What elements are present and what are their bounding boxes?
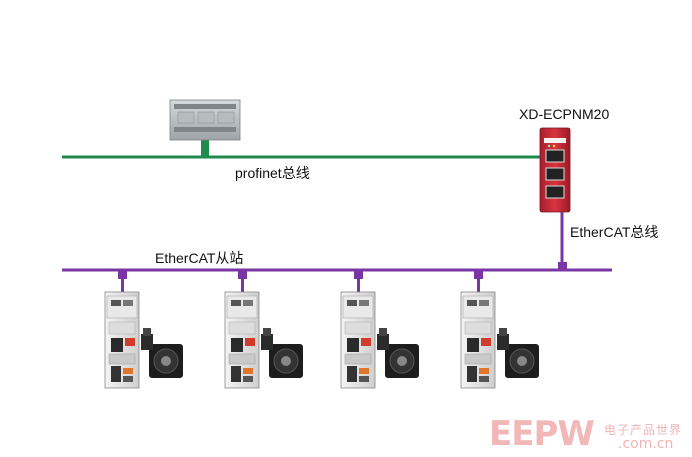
watermark-chinese: 电子产品世界 (604, 423, 683, 437)
ethercat-slaves-label: EtherCAT从站 (155, 250, 244, 266)
gateway-label: XD-ECPNM20 (519, 106, 610, 122)
slave-1 (104, 270, 184, 389)
plc-tap (201, 140, 209, 157)
ethercat-bus-label: EtherCAT总线 (570, 224, 659, 240)
slave-3 (340, 270, 420, 389)
plc-device (169, 99, 241, 141)
gateway-tap (558, 262, 567, 271)
watermark-brand: EEPW (489, 414, 595, 454)
slave-4 (460, 270, 540, 389)
profinet-bus-label: profinet总线 (235, 165, 310, 181)
watermark-domain: .com.cn (618, 436, 674, 452)
gateway-device (539, 127, 571, 213)
slave-2 (224, 270, 304, 389)
